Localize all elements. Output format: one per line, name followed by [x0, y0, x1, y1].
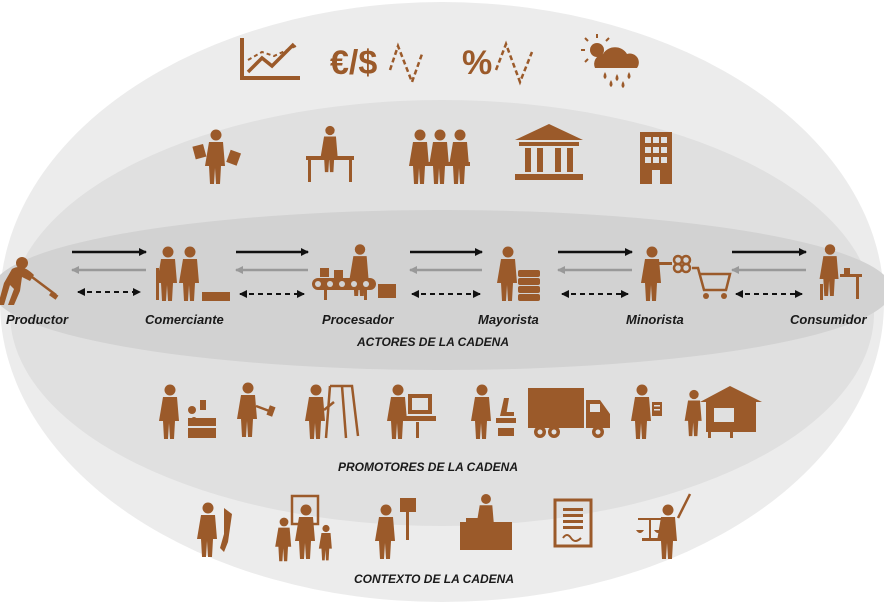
- supplier-icon: [159, 384, 216, 439]
- soldier-icon: [197, 502, 232, 557]
- actors-section-label: ACTORES DE LA CADENA: [357, 335, 510, 349]
- actor-label-procesador: Procesador: [322, 312, 394, 327]
- truck-icon: [528, 388, 610, 438]
- inspector-icon: [631, 384, 662, 439]
- person-at-desk-icon: [306, 125, 354, 182]
- trader-with-papers-icon: [192, 129, 242, 184]
- farmer-icon: [0, 257, 59, 305]
- office-building-icon: [640, 132, 672, 184]
- bank-icon: [515, 124, 583, 180]
- promoters-section-label: PROMOTORES DE LA CADENA: [338, 460, 519, 474]
- technician-icon: [237, 382, 276, 437]
- context-section-label: CONTEXTO DE LA CADENA: [354, 572, 515, 586]
- official-desk-icon: [460, 494, 512, 550]
- warehouse-icon: [684, 386, 762, 438]
- percent-fluctuation-icon: %: [462, 40, 534, 86]
- researcher-microscope-icon: [471, 384, 516, 439]
- wholesaler-icon: [497, 246, 540, 301]
- line-chart-icon: [240, 38, 300, 80]
- processor-icon: [312, 244, 396, 300]
- actor-label-mayorista: Mayorista: [478, 312, 539, 327]
- certificate-icon: [553, 498, 593, 548]
- actor-label-comerciante: Comerciante: [145, 312, 224, 327]
- actor-label-productor: Productor: [6, 312, 69, 327]
- justice-icon: [636, 493, 692, 559]
- weather-icon: [581, 34, 639, 88]
- actor-label-minorista: Minorista: [626, 312, 684, 327]
- retailer-icon: [641, 246, 732, 301]
- svg-text:€/$: €/$: [330, 44, 377, 82]
- trader-icon: [156, 246, 230, 301]
- family-icon: [275, 494, 332, 562]
- consumer-icon: [819, 244, 862, 300]
- protester-icon: [375, 498, 416, 559]
- flow-arrows: [71, 248, 807, 298]
- computer-operator-icon: [387, 384, 436, 439]
- actor-label-consumidor: Consumidor: [790, 312, 867, 327]
- trainer-icon: [305, 384, 360, 439]
- svg-text:%: %: [462, 44, 492, 82]
- group-of-people-icon: [409, 129, 470, 184]
- currency-fluctuation-icon: €/$: [330, 42, 424, 86]
